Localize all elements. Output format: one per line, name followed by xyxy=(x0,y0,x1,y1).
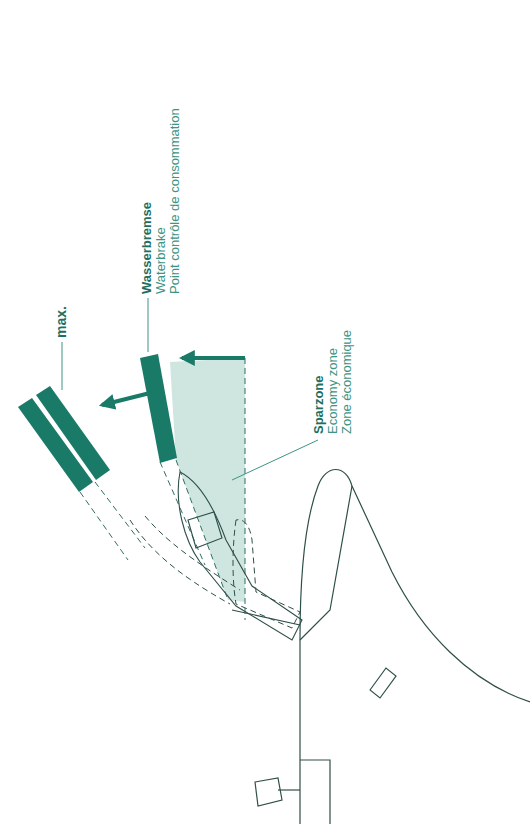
economy-zone xyxy=(170,358,245,602)
label-heading: Wasserbremse xyxy=(140,108,154,294)
max-trim-bar xyxy=(36,386,110,480)
outboard-motor xyxy=(300,470,530,824)
waterbrake-bar xyxy=(140,354,177,463)
label-text: Economy zone xyxy=(326,330,340,434)
leader-lines xyxy=(62,298,318,480)
label-heading: max. xyxy=(54,306,68,338)
transom-clamp xyxy=(255,778,300,806)
label-heading: Sparzone xyxy=(312,330,326,434)
trim-arrow xyxy=(182,356,245,360)
label-group: WasserbremseWaterbrakePoint contrôle de … xyxy=(140,108,182,294)
label-text: Point contrôle de consommation xyxy=(168,108,182,294)
label-group: SparzoneEconomy zoneZone économique xyxy=(312,330,354,434)
label-text: Waterbrake xyxy=(154,108,168,294)
motor-leg-alternate xyxy=(130,516,300,628)
motor-leg xyxy=(178,472,302,640)
label-text: Zone économique xyxy=(340,330,354,434)
label-group: max. xyxy=(54,306,68,338)
tiller-grip xyxy=(370,668,396,698)
trim-arrow xyxy=(102,393,150,405)
